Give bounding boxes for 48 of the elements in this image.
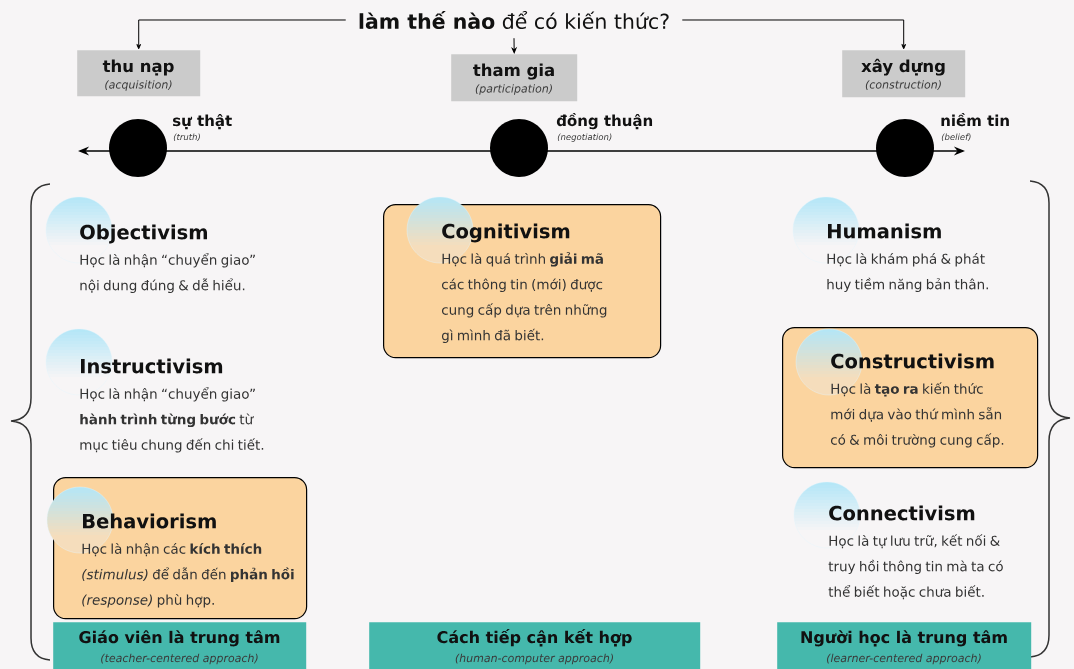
concept-description: Học là khám phá & phát huy tiềm năng bản thân. <box>827 252 988 292</box>
connector-arrow <box>681 19 907 50</box>
category-title: tham gia <box>473 63 554 80</box>
spectrum-dot <box>490 119 548 177</box>
category-box <box>451 54 578 102</box>
concept-description: Học là tạo ra kiến thức mới dựa vào thứ mình sẵn có & môi trường cung cấp. <box>830 382 1004 448</box>
approach-title: Người học là trung tâm <box>801 630 1007 647</box>
concept-box <box>383 196 662 359</box>
concept-description: Học là nhận các kích thích (stimulus) để dẫn đến phản hồi (response) phù hợp. <box>82 542 294 608</box>
approach-band <box>53 622 307 669</box>
approach-band <box>777 622 1032 669</box>
translation-label: (negotiation) <box>557 133 612 142</box>
concept-title: Connectivism <box>829 505 975 521</box>
approach-title: Cách tiếp cận kết hợp <box>437 629 632 647</box>
approach-title: Giáo viên là trung tâm <box>79 630 280 647</box>
concept-box <box>782 327 1039 469</box>
category-title: thu nạp <box>102 59 174 76</box>
translation-label: (human-computer approach) <box>455 653 613 665</box>
spectrum-label: sự thật <box>173 114 232 130</box>
spectrum-dot <box>876 119 934 177</box>
connector-arrow <box>511 37 517 54</box>
concept-title: Objectivism <box>80 224 207 244</box>
spectrum-dot <box>109 119 167 177</box>
concept-description: Học là nhận “chuyển giao” hành trình từng bước từ mục tiêu chung đến chi tiết. <box>80 387 264 453</box>
connector-arrow <box>136 19 347 50</box>
concept-description: Học là tự lưu trữ, kết nối & truy hồi thông tin mà ta có thể biết hoặc chưa biết. <box>828 534 1003 600</box>
question-heading: làm thế nào để có kiến thức? <box>359 10 669 30</box>
concept-box <box>46 477 308 620</box>
translation-label: (participation) <box>475 84 552 95</box>
concept-title: Behaviorism <box>83 513 216 529</box>
concept-title: Humanism <box>828 223 941 239</box>
category-title: xây dựng <box>861 58 945 76</box>
concept-title: Constructivism <box>831 353 994 369</box>
category-box <box>842 50 966 98</box>
concept-description: Học là quá trình giải mã các thông tin (mới) được cung cấp dựa trên những gì mình đã biết. <box>441 252 607 343</box>
spectrum-label: niềm tin <box>941 112 1009 127</box>
translation-label: (truth) <box>173 133 200 142</box>
concept-description: Học là nhận “chuyển giao” nội dung đúng & dễ hiểu. <box>80 253 255 293</box>
concept-title: Instructivism <box>81 358 223 374</box>
spectrum-label: đồng thuận <box>556 112 653 130</box>
concept-title: Cognitivism <box>442 223 570 243</box>
translation-label: (construction) <box>865 80 941 90</box>
approach-band <box>369 622 701 669</box>
category-box <box>77 50 201 97</box>
translation-label: (teacher-centered approach) <box>101 653 258 665</box>
translation-label: (acquisition) <box>105 80 172 91</box>
translation-label: (belief) <box>941 133 971 142</box>
translation-label: (learner-centered approach) <box>827 653 981 665</box>
